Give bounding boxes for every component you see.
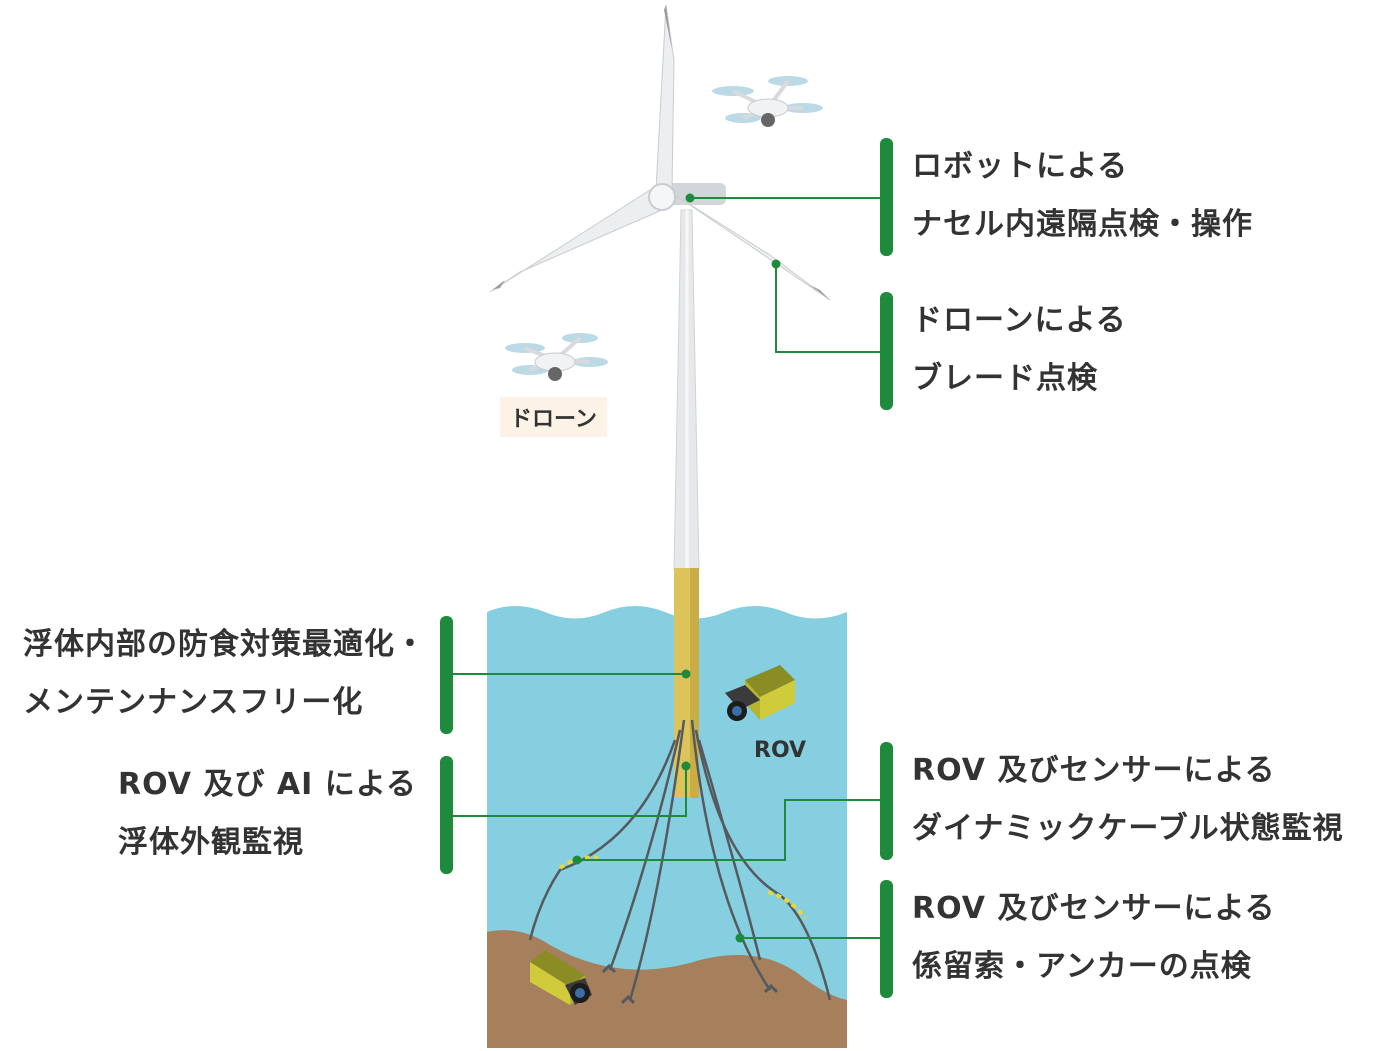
blade-left <box>489 189 663 293</box>
callout-dots <box>572 193 781 943</box>
drone-left <box>505 333 608 381</box>
label-line: ROV 及びセンサーによる <box>912 891 1276 926</box>
label-mooring: ROV 及びセンサーによる 係留索・アンカーの点検 <box>912 880 1276 996</box>
callout-bars <box>440 138 893 998</box>
label-line: 浮体外観監視 <box>118 825 304 860</box>
rov-tag: ROV <box>754 738 807 763</box>
label-line: 浮体内部の防食対策最適化・ <box>23 627 426 662</box>
drone-upper <box>712 76 823 127</box>
drone-tag: ドローン <box>500 397 607 437</box>
rotor-hub <box>648 183 676 211</box>
blade-right <box>674 194 831 301</box>
nacelle <box>660 183 726 205</box>
label-line: ROV 及び AI による <box>118 767 417 802</box>
seabed <box>487 930 847 1048</box>
label-float-internal: 浮体内部の防食対策最適化・ メンテンナンスフリー化 <box>23 616 426 732</box>
label-blade-inspection: ドローンによる ブレード点検 <box>912 292 1127 408</box>
label-float-external: ROV 及び AI による 浮体外観監視 <box>118 756 417 872</box>
label-line: ROV 及びセンサーによる <box>912 753 1276 788</box>
label-line: ダイナミックケーブル状態監視 <box>912 811 1344 846</box>
label-dynamic-cable: ROV 及びセンサーによる ダイナミックケーブル状態監視 <box>912 742 1344 858</box>
label-line: ロボットによる <box>912 149 1129 184</box>
rov-camera-lower <box>530 950 592 1005</box>
callout-connectors <box>447 197 886 939</box>
label-line: ドローンによる <box>912 303 1127 338</box>
mooring-lines <box>528 719 832 1001</box>
label-line: ブレード点検 <box>912 361 1098 396</box>
label-line: 係留索・アンカーの点検 <box>912 949 1252 984</box>
rov-camera-upper <box>725 665 795 721</box>
label-line: メンテンナンスフリー化 <box>23 685 364 720</box>
label-nacelle-inspection: ロボットによる ナセル内遠隔点検・操作 <box>912 138 1253 254</box>
blade-top <box>655 4 675 191</box>
label-line: ナセル内遠隔点検・操作 <box>912 207 1253 242</box>
